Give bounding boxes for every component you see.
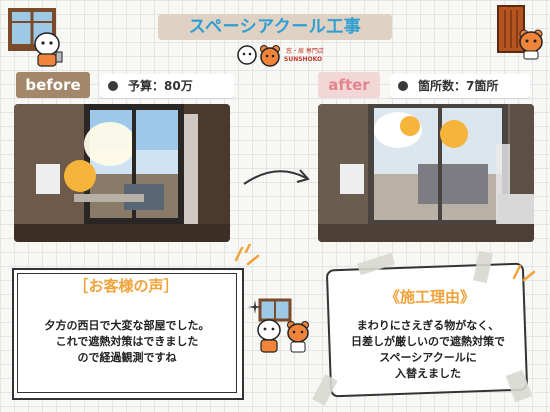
- bird-logo-icon: [237, 45, 257, 65]
- customer-voice-text: 夕方の西日で大変な部屋でした。 これで遮熱対策はできました ので経過観測ですね: [44, 319, 210, 364]
- customer-voice-frame: [17, 273, 237, 393]
- count-text: 箇所数：7箇所: [418, 79, 499, 93]
- customer-voice-box: [12, 268, 244, 400]
- after-label: after: [318, 72, 380, 98]
- logo-text-jp: 窓・扉 専門店: [286, 48, 324, 55]
- sparkle-icon: [248, 300, 262, 314]
- customer-voice-heading: ［お客様の声］: [73, 277, 179, 295]
- door-illustration-icon: [497, 5, 525, 53]
- title-banner: [158, 14, 392, 40]
- before-label: before: [16, 72, 90, 98]
- reason-text: まわりにさえぎる物がなく、 日差しが厳しいので遮熱対策で スペーシアクールに 入…: [351, 319, 505, 380]
- mascot-bear-icon: [287, 321, 309, 353]
- arrow-right-icon: [243, 169, 310, 185]
- budget-info: 予算：80万: [100, 74, 234, 98]
- count-info: 箇所数：7箇所: [390, 74, 530, 98]
- corner-spark-icon: [512, 264, 536, 282]
- window-illustration-icon: [8, 8, 56, 51]
- after-photo: [318, 104, 534, 242]
- bullet-icon: [108, 80, 118, 91]
- page-title: スペーシアクール工事: [188, 17, 362, 37]
- company-logo: 窓・扉 専門店 SUNSHOKO: [236, 44, 356, 70]
- logo-text-en: SUNSHOKO: [284, 56, 323, 63]
- mascot-icon: [34, 32, 63, 67]
- mascot-bird-icon: [257, 319, 281, 353]
- corner-spark-icon: [234, 244, 260, 266]
- reason-heading: 《施工理由》: [384, 288, 475, 306]
- window-mini-icon: [258, 298, 292, 322]
- bear-logo-icon: [260, 45, 280, 67]
- budget-text: 予算：80万: [128, 79, 193, 93]
- before-photo: [14, 104, 230, 242]
- bear-mascot-icon: [519, 29, 543, 60]
- bullet-icon: [398, 80, 408, 91]
